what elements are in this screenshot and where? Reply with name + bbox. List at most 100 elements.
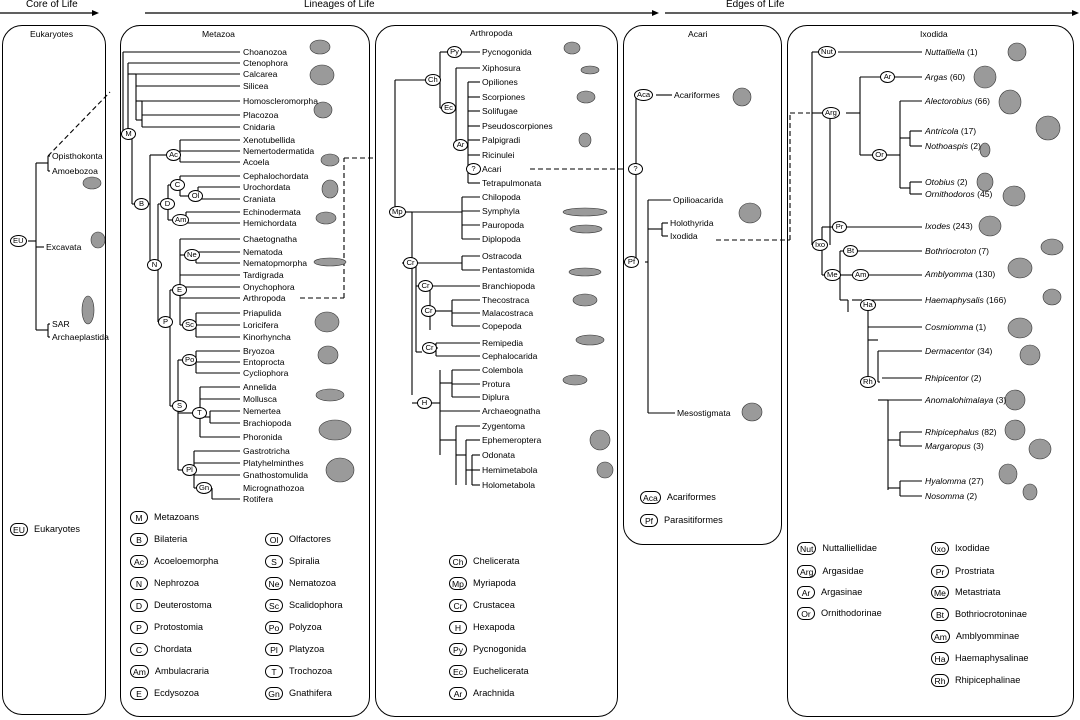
- legend-name: Metazoans: [154, 512, 199, 522]
- node-am: Am: [852, 269, 870, 281]
- legend-name: Ixodidae: [955, 543, 990, 553]
- species-count: (60): [949, 72, 966, 82]
- legend-name: Argasidae: [822, 566, 864, 576]
- panel-acari: [623, 25, 782, 545]
- leaf-arthropoda: Protura: [482, 379, 511, 389]
- legend-name: Hexapoda: [473, 622, 515, 632]
- leaf-arthropoda: Ostracoda: [482, 251, 522, 261]
- leaf-arthropoda: Holometabola: [482, 480, 536, 490]
- leaf-metazoa: Urochordata: [243, 182, 291, 192]
- legend-abbr: Py: [449, 643, 467, 656]
- leaf-ixodida: Nosomma (2): [925, 491, 977, 501]
- leaf-arthropoda: Chilopoda: [482, 192, 521, 202]
- node-am: Am: [172, 214, 190, 226]
- leaf-metazoa: Nematoda: [243, 247, 283, 257]
- leaf-ixodida: Ixodes (243): [925, 221, 973, 231]
- leaf-metazoa: Choanozoa: [243, 47, 287, 57]
- panel-metazoa: [120, 25, 370, 717]
- leaf-ixodida: Hyalomma (27): [925, 476, 984, 486]
- organism-illustration: [563, 41, 581, 55]
- leaf-metazoa: Nematopmorpha: [243, 258, 308, 268]
- legend-name: Ornithodorinae: [821, 608, 882, 618]
- leaf-eukaryote: Archaeplastida: [52, 332, 109, 342]
- leaf-metazoa: Ctenophora: [243, 58, 288, 68]
- legend-name: Deuterostoma: [154, 600, 212, 610]
- legend-abbr: Sc: [265, 599, 283, 612]
- legend-abbr: Aca: [640, 491, 661, 504]
- node-b: B: [134, 198, 149, 210]
- node-pf: Pf: [624, 256, 639, 268]
- leaf-arthropoda: Zygentoma: [482, 421, 525, 431]
- leaf-metazoa: Arthropoda: [243, 293, 286, 303]
- organism-illustration: [82, 176, 102, 190]
- legend-name: Nuttalliellidae: [822, 543, 878, 553]
- species-count: (166): [986, 295, 1007, 305]
- legend-abbr: B: [130, 533, 148, 546]
- legend-abbr: T: [265, 665, 283, 678]
- node-cr3: Cr: [421, 305, 436, 317]
- legend-name: Protostomia: [154, 622, 204, 632]
- organism-illustration: [738, 202, 762, 224]
- legend-name: Chelicerata: [473, 556, 520, 566]
- leaf-arthropoda: Diplura: [482, 392, 510, 402]
- legend-abbr: N: [130, 577, 148, 590]
- species-count: (2): [970, 373, 982, 383]
- node-m: M: [121, 128, 136, 140]
- organism-illustration: [1002, 185, 1026, 207]
- genus-name: Nothoaspis: [925, 141, 968, 151]
- node-ch: Ch: [425, 74, 441, 86]
- leaf-arthropoda: Ephemeroptera: [482, 435, 542, 445]
- legend-name: Rhipicephalinae: [955, 675, 1021, 685]
- species-count: (3): [995, 395, 1007, 405]
- species-count: (7): [978, 246, 990, 256]
- organism-illustration: [1019, 344, 1041, 366]
- leaf-arthropoda: Cephalocarida: [482, 351, 538, 361]
- organism-illustration: [732, 87, 752, 107]
- legend-abbr: Ar: [449, 687, 467, 700]
- leaf-arthropoda: Ricinulei: [482, 150, 515, 160]
- leaf-acari: Opilioacarida: [673, 195, 724, 205]
- leaf-ixodida: Ornithodoros (45): [925, 189, 992, 199]
- genus-name: Nuttalliella: [925, 47, 965, 57]
- genus-name: Anomalohimalaya: [925, 395, 994, 405]
- organism-illustration: [1035, 115, 1061, 141]
- panel-title-eukaryotes: Eukaryotes: [30, 29, 73, 39]
- leaf-ixodida: Nothoaspis (2): [925, 141, 981, 151]
- header-core: Core of Life: [26, 0, 78, 10]
- leaf-acari: Holothyrida: [670, 218, 714, 228]
- legend-abbr: C: [130, 643, 148, 656]
- legend-name: Parasitiformes: [664, 515, 723, 525]
- node-d: D: [160, 198, 175, 210]
- leaf-arthropoda: Thecostraca: [482, 295, 530, 305]
- leaf-ixodida: Rhipicephalus (82): [925, 427, 997, 437]
- legend-name: Crustacea: [473, 600, 515, 610]
- node-pr: Pr: [832, 221, 847, 233]
- leaf-metazoa: Micrognathozoa: [243, 483, 305, 493]
- organism-illustration: [315, 388, 345, 402]
- legend-abbr: Gn: [265, 687, 283, 700]
- legend-abbr: Ha: [931, 652, 949, 665]
- genus-name: Ornithodoros: [925, 189, 975, 199]
- node-eu: EU: [10, 235, 27, 247]
- genus-name: Margaropus: [925, 441, 971, 451]
- species-count: (130): [975, 269, 996, 279]
- leaf-ixodida: Nuttalliella (1): [925, 47, 978, 57]
- legend-name: Chordata: [154, 644, 192, 654]
- node-aca: Aca: [634, 89, 654, 101]
- organism-illustration: [1007, 257, 1033, 279]
- organism-illustration: [1022, 483, 1038, 501]
- legend-name: Metastriata: [955, 587, 1001, 597]
- organism-illustration: [321, 179, 339, 199]
